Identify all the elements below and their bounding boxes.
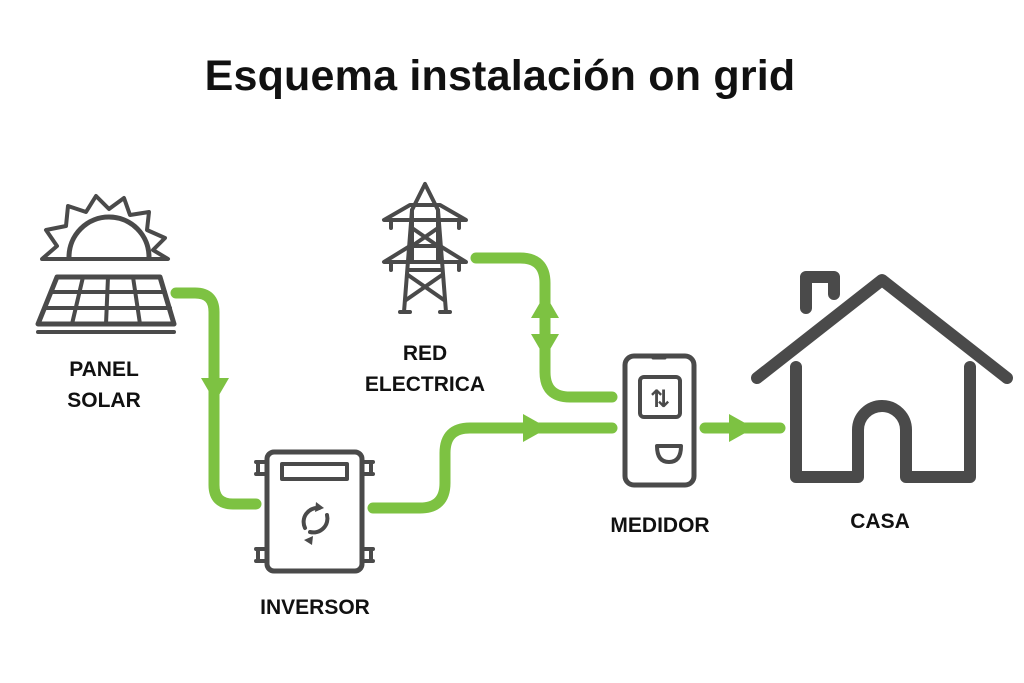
flow-medidor-to-casa xyxy=(699,414,786,442)
flow-red-to-medidor xyxy=(470,252,618,403)
page-title: Esquema instalación on grid xyxy=(204,52,796,100)
arrow-down-icon xyxy=(201,378,229,402)
arrow-down-icon xyxy=(531,334,559,358)
medidor-label: MEDIDOR xyxy=(610,514,710,537)
arrow-right-icon xyxy=(523,414,548,442)
power-tower-icon xyxy=(382,182,468,314)
panel-solar-label-line2: SOLAR xyxy=(67,389,141,412)
meter-arrows-icon: ⇅ xyxy=(650,385,670,413)
inversor-label: INVERSOR xyxy=(260,596,370,619)
arrow-right-icon xyxy=(729,414,754,442)
meter-icon xyxy=(622,353,697,488)
solar-panel-icon xyxy=(35,194,177,334)
arrow-up-icon xyxy=(531,294,559,318)
red-electrica-label-line2: ELECTRICA xyxy=(364,373,486,396)
inverter-icon xyxy=(254,449,375,574)
house-icon xyxy=(751,271,1013,483)
casa-label: CASA xyxy=(850,510,910,533)
flow-panel-to-inversor xyxy=(170,287,262,510)
red-electrica-label: RED ELECTRICA xyxy=(350,338,500,400)
red-electrica-label-line1: RED xyxy=(402,342,448,365)
panel-solar-label: PANEL SOLAR xyxy=(46,354,162,416)
flow-inversor-to-medidor xyxy=(367,414,618,514)
panel-solar-label-line1: PANEL xyxy=(69,358,139,381)
